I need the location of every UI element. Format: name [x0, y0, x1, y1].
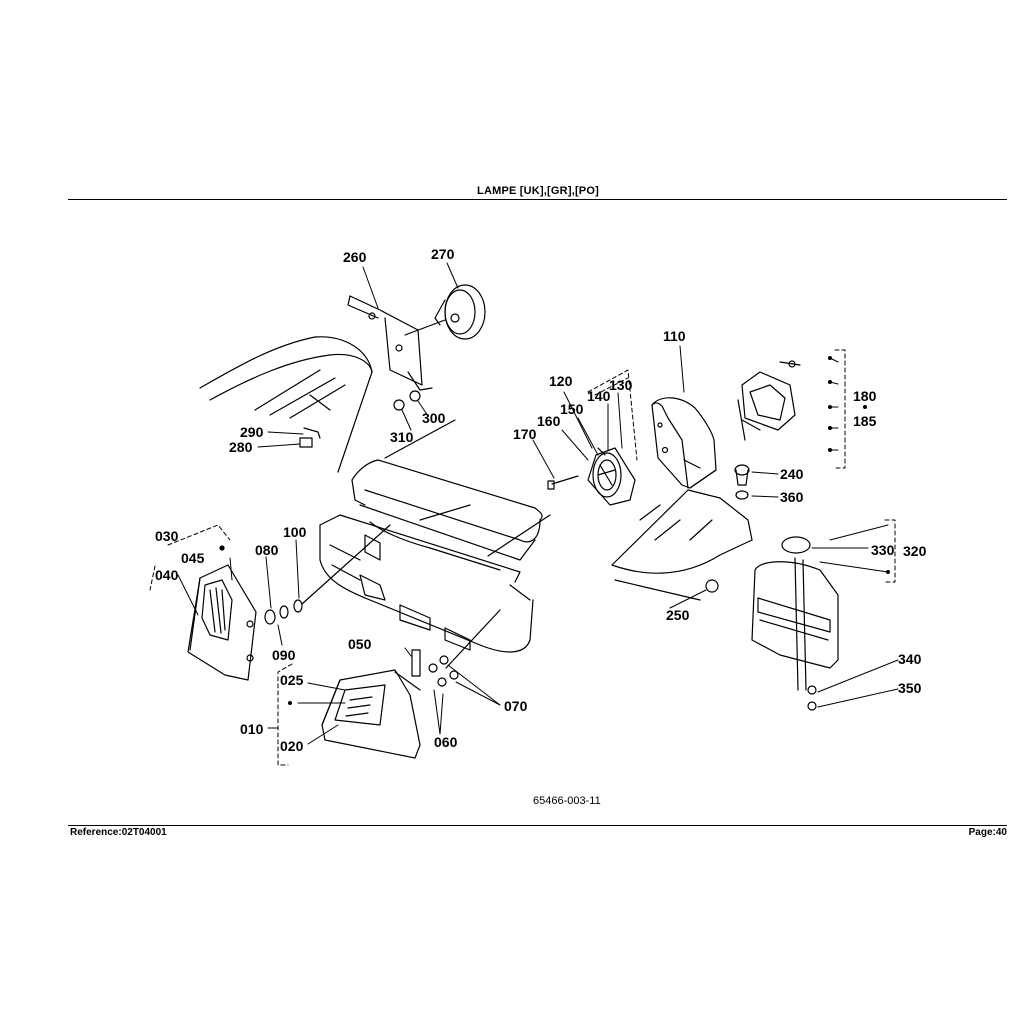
callout-240: 240 [780, 466, 804, 482]
callout-280: 280 [229, 439, 253, 455]
right-fender-plate [611, 489, 753, 601]
group-bracket-ticks [267, 357, 889, 729]
beacon-lamp [587, 447, 636, 506]
group-brackets [149, 349, 896, 766]
callout-010: 010 [240, 721, 264, 737]
nuts-060-070 [428, 609, 501, 687]
rear-lamp-bracket [347, 295, 433, 391]
callout-180: 180 [853, 388, 877, 404]
page-title: LAMPE [UK],[GR],[PO] [477, 185, 599, 197]
callout-090: 090 [272, 647, 296, 663]
knob-240-360 [734, 464, 750, 500]
callout-060: 060 [434, 734, 458, 750]
callout-340: 340 [898, 651, 922, 667]
bracket-050 [411, 649, 421, 677]
callout-100: 100 [283, 524, 307, 540]
callout-250: 250 [666, 607, 690, 623]
callout-045: 045 [181, 550, 205, 566]
callout-120: 120 [549, 373, 573, 389]
bolt-170 [547, 475, 579, 490]
callout-360: 360 [780, 489, 804, 505]
round-lamp [404, 284, 486, 340]
callout-040: 040 [155, 567, 179, 583]
rear-combination-lamp [737, 360, 801, 441]
callout-260: 260 [343, 249, 367, 265]
nut-300-310 [393, 390, 421, 411]
rear-fender [751, 536, 839, 711]
arrowheads [288, 356, 890, 705]
callout-030: 030 [155, 528, 179, 544]
callout-025: 025 [280, 672, 304, 688]
front-hood [319, 419, 551, 653]
washers-080-090-100 [264, 524, 391, 625]
header-divider [68, 199, 1007, 200]
reference-label: Reference:02T04001 [70, 827, 167, 838]
left-fender [199, 336, 373, 473]
callout-330: 330 [871, 542, 895, 558]
callout-320: 320 [903, 543, 927, 559]
leader-lines [177, 262, 899, 745]
callout-300: 300 [422, 410, 446, 426]
callout-110: 110 [663, 328, 686, 344]
page-number: Page:40 [968, 827, 1007, 838]
lamp-housing-110 [651, 397, 717, 489]
left-work-lamp [187, 545, 257, 681]
callout-170: 170 [513, 426, 537, 442]
front-lamp [321, 669, 421, 759]
clip-280-290 [299, 427, 321, 448]
callout-310: 310 [390, 429, 414, 445]
drawing-code: 65466-003-11 [533, 795, 601, 807]
callout-140: 140 [587, 388, 611, 404]
callout-160: 160 [537, 413, 561, 429]
callout-050: 050 [348, 636, 372, 652]
callout-070: 070 [504, 698, 528, 714]
callout-350: 350 [898, 680, 922, 696]
callout-185: 185 [853, 413, 877, 429]
callout-130: 130 [609, 377, 633, 393]
callout-080: 080 [255, 542, 279, 558]
footer-divider [68, 825, 1007, 826]
callout-020: 020 [280, 738, 304, 754]
callout-150: 150 [560, 401, 584, 417]
callout-270: 270 [431, 246, 455, 262]
callout-290: 290 [240, 424, 264, 440]
